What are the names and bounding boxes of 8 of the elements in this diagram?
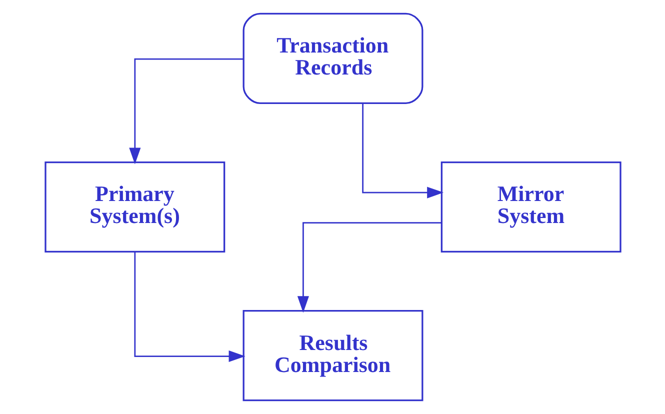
arrow [362, 103, 444, 198]
node-box: Mirror System [440, 161, 621, 253]
node-box: Primary System(s) [44, 161, 225, 253]
arrow [134, 252, 245, 362]
node-box: Transaction Records [242, 12, 423, 104]
arrow [296, 222, 442, 313]
node-box: Results Comparison [242, 310, 423, 402]
arrow [128, 58, 243, 164]
